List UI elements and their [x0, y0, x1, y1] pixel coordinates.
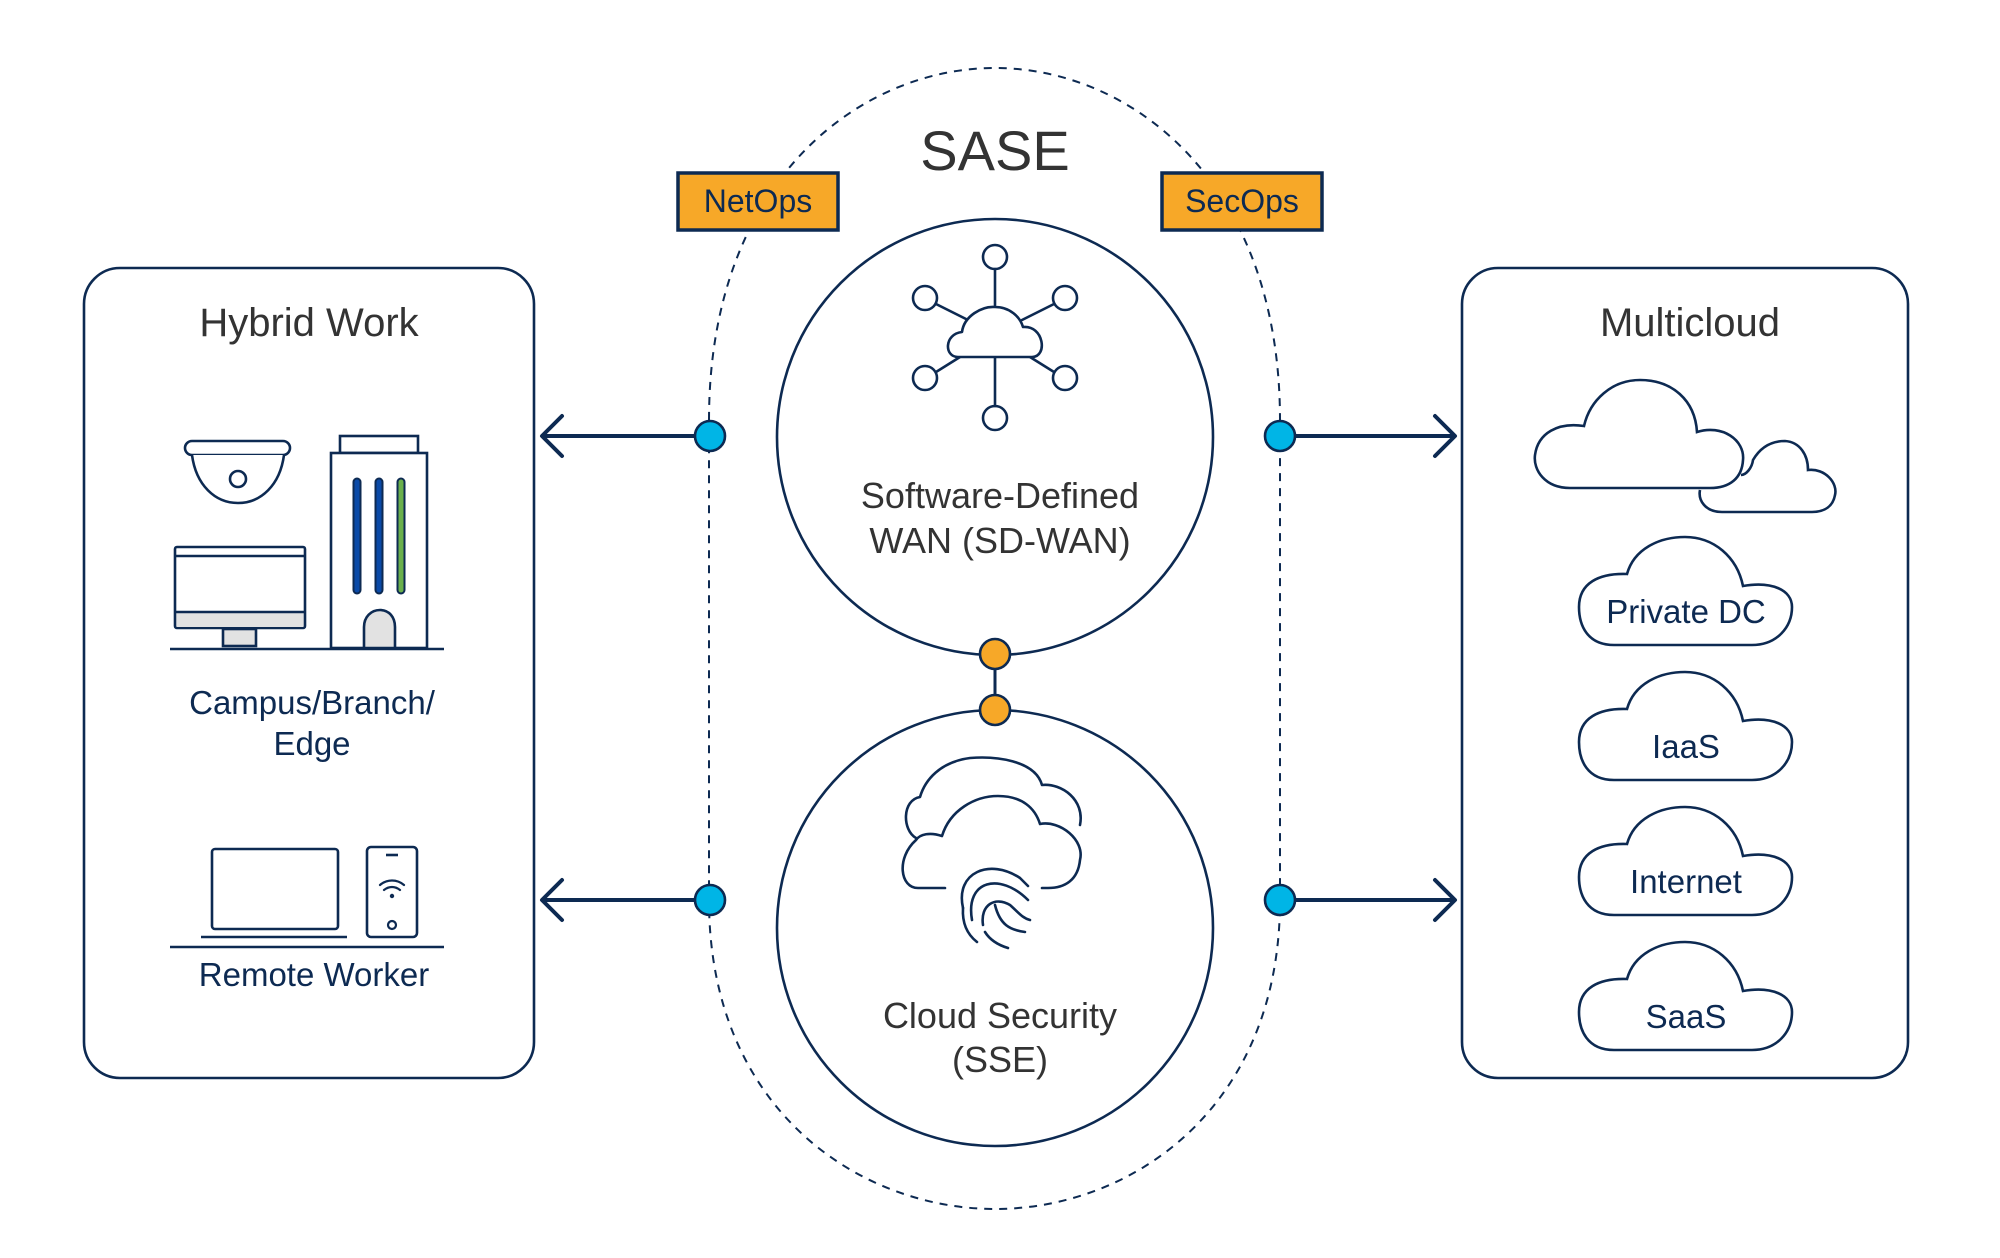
remote-worker-label: Remote Worker [199, 956, 429, 993]
cloud-shape [1577, 670, 1794, 782]
netops-badge: NetOps [676, 171, 840, 232]
secops-label: SecOps [1185, 183, 1299, 219]
cloud-label: SaaS [1646, 998, 1727, 1035]
network-cloud-icon [911, 243, 1079, 432]
hybrid-work-panel: Hybrid Work Campus/Bran [82, 266, 536, 1080]
cloud-shape [1577, 940, 1794, 1052]
sdwan-left-port-dot [693, 419, 727, 453]
sse-label-line1: Cloud Security [883, 995, 1117, 1036]
office-building-icon [329, 434, 429, 650]
arrow-sdwan-to-hybrid [540, 414, 727, 458]
multi-cloud-icon [1533, 378, 1837, 514]
cloud-label: IaaS [1652, 728, 1720, 765]
sse-left-port-dot [693, 883, 727, 917]
sdwan-label-line1: Software-Defined [861, 475, 1139, 516]
sdwan-right-port-dot [1263, 419, 1297, 453]
cloud-shape [1577, 535, 1794, 647]
secops-badge: SecOps [1160, 171, 1324, 232]
hybrid-work-title: Hybrid Work [199, 301, 419, 345]
mobile-phone-icon [365, 845, 419, 939]
sse-label-line2: (SSE) [952, 1039, 1048, 1080]
cloud-item: Internet [1577, 805, 1794, 917]
sdwan-node: Software-Defined WAN (SD-WAN) [775, 217, 1215, 657]
security-camera-icon [183, 439, 292, 505]
cloud-fingerprint-icon [901, 756, 1082, 950]
laptop-icon [201, 847, 347, 939]
cloud-label: Internet [1630, 863, 1742, 900]
netops-label: NetOps [704, 183, 812, 219]
desktop-monitor-icon [173, 545, 307, 648]
arrow-sdwan-to-multicloud [1263, 414, 1457, 458]
sase-title: SASE [920, 119, 1069, 182]
cloud-item: SaaS [1577, 940, 1794, 1052]
sse-connector-dot [978, 693, 1012, 727]
multicloud-title: Multicloud [1600, 301, 1780, 345]
campus-label-line1: Campus/Branch/ [189, 684, 436, 721]
sdwan-connector-dot [978, 637, 1012, 671]
campus-label-line2: Edge [273, 725, 350, 762]
cloud-label: Private DC [1606, 593, 1766, 630]
cloud-item: IaaS [1577, 670, 1794, 782]
arrow-sse-to-hybrid [540, 878, 727, 922]
sdwan-label-line2: WAN (SD-WAN) [869, 520, 1130, 561]
sse-right-port-dot [1263, 883, 1297, 917]
sse-node: Cloud Security (SSE) [775, 708, 1215, 1148]
cloud-item: Private DC [1577, 535, 1794, 647]
cloud-shape [1577, 805, 1794, 917]
arrow-sse-to-multicloud [1263, 878, 1457, 922]
